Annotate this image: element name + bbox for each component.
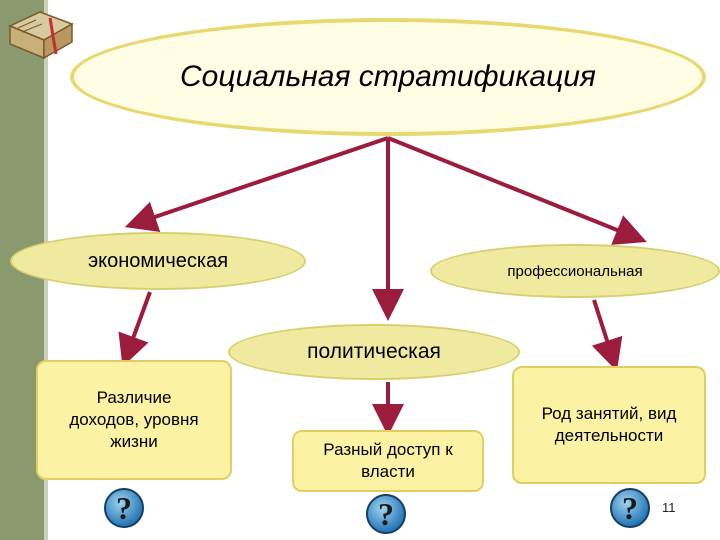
question-button-professional[interactable]: ? xyxy=(610,488,650,528)
arrow-to-economic xyxy=(124,136,389,233)
arrow-to-professional xyxy=(387,136,647,245)
economic-detail-box: Различие доходов, уровня жизни xyxy=(36,360,232,480)
title-ellipse: Социальная стратификация xyxy=(70,18,706,136)
professional-detail-text: Род занятий, вид деятельности xyxy=(541,404,677,445)
book-icon xyxy=(8,11,74,60)
arrow-econ-to-detail xyxy=(118,291,152,368)
professional-label: профессиональная xyxy=(507,262,643,280)
slide-number: 11 xyxy=(662,500,676,515)
political-label: политическая xyxy=(307,340,441,363)
arrow-prof-to-detail xyxy=(591,299,623,372)
political-detail-box: Разный доступ к власти xyxy=(292,430,484,492)
professional-node: профессиональная xyxy=(430,244,720,298)
economic-node: экономическая xyxy=(10,232,306,290)
political-detail-text: Разный доступ к власти xyxy=(323,440,453,481)
question-button-economic[interactable]: ? xyxy=(104,488,144,528)
economic-label: экономическая xyxy=(87,249,229,272)
professional-detail-box: Род занятий, вид деятельности xyxy=(512,366,706,484)
question-button-political[interactable]: ? xyxy=(366,494,406,534)
diagram-title: Социальная стратификация xyxy=(180,60,596,93)
economic-detail-text: Различие доходов, уровня жизни xyxy=(69,388,199,451)
political-node: политическая xyxy=(228,324,520,380)
